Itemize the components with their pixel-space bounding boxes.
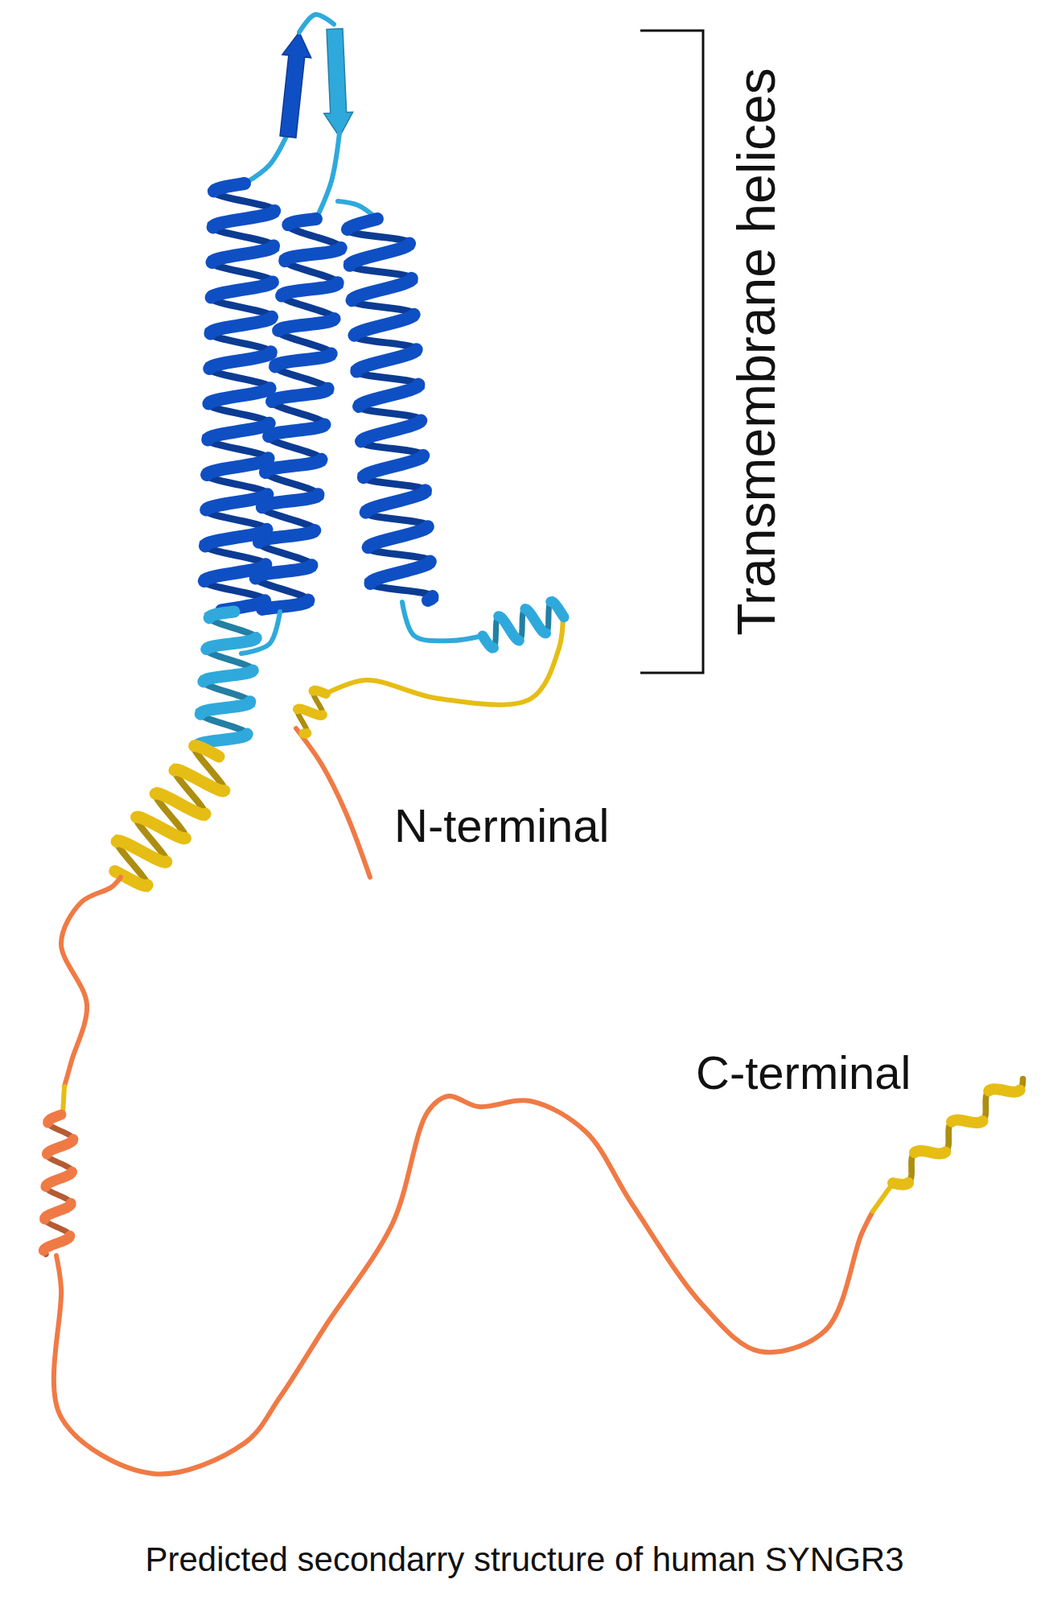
coil (316, 132, 340, 219)
alpha-helix (197, 611, 256, 751)
helix-front (498, 616, 520, 641)
helix-front (271, 388, 329, 402)
helix-front (211, 281, 273, 297)
helix-front (174, 769, 225, 791)
helix-front (205, 493, 268, 510)
helix-front (209, 351, 271, 369)
helix-front (43, 1234, 70, 1250)
alpha-helix (43, 1114, 74, 1254)
region-label: Transmembrane helices (727, 67, 786, 636)
helix-front (551, 600, 564, 617)
helix-front (208, 387, 270, 404)
helix-front (353, 314, 414, 336)
helix-front (204, 563, 266, 581)
helix-front (352, 278, 412, 301)
helix-front (206, 637, 256, 650)
coil (244, 132, 288, 184)
alpha-helix (482, 600, 564, 648)
helix-front (268, 424, 325, 437)
helix-front (361, 420, 421, 442)
helix-front (209, 611, 235, 618)
coil (61, 876, 121, 1087)
coil (325, 612, 564, 705)
alpha-helix (115, 745, 225, 886)
helix-front (45, 1171, 73, 1186)
helix-front (363, 455, 424, 478)
helix-front (366, 489, 426, 512)
helix-front (914, 1150, 946, 1153)
helix-front (281, 282, 338, 296)
helix-front (213, 210, 275, 228)
helix-front (210, 316, 272, 334)
helix-front (275, 353, 332, 367)
helix-back (197, 611, 256, 751)
helix-back (892, 1078, 1024, 1185)
helix-back (204, 183, 275, 610)
helix-front (206, 457, 268, 475)
helix-front (48, 1114, 62, 1123)
coil (296, 728, 371, 877)
alpha-helix (296, 690, 326, 734)
terminus-label: N-terminal (394, 799, 610, 852)
helix-front (349, 242, 410, 265)
coil (402, 601, 483, 641)
helix-front (116, 840, 167, 863)
helix-front (303, 728, 307, 739)
coil (53, 1095, 873, 1474)
helix-front (207, 423, 269, 441)
protein-ribbon (43, 14, 1023, 1474)
helix-front (482, 635, 494, 648)
helix-back (43, 1114, 74, 1254)
helix-front (368, 526, 428, 548)
helix-front (194, 745, 219, 757)
helix-back (115, 745, 225, 886)
helix-front (892, 1182, 909, 1185)
helix-front (525, 608, 547, 634)
figure-caption: Predicted secondarry structure of human … (144, 1540, 904, 1578)
alpha-helix (204, 183, 275, 610)
helix-front (46, 1139, 74, 1154)
helix-front (297, 708, 323, 716)
helix-front (951, 1119, 983, 1123)
helix-front (136, 816, 186, 839)
helix-front (370, 561, 431, 584)
helix-front (427, 596, 433, 601)
helix-front (205, 529, 267, 547)
terminus-label: C-terminal (695, 1046, 912, 1099)
helix-back (347, 218, 433, 601)
helix-front (212, 245, 274, 263)
helix-front (278, 318, 334, 331)
helix-front (347, 218, 378, 230)
helix-front (203, 670, 253, 682)
helix-front (358, 384, 419, 407)
alpha-helix (347, 218, 433, 601)
alpha-helix (892, 1078, 1024, 1185)
helix-front (988, 1088, 1020, 1091)
helix-front (200, 701, 250, 714)
helix-front (45, 1202, 72, 1219)
helix-back (296, 690, 326, 734)
helix-front (287, 218, 317, 225)
helix-front (284, 247, 342, 261)
helix-back (482, 600, 564, 648)
helix-front (213, 183, 245, 192)
helix-front (356, 349, 416, 371)
beta-strand (324, 28, 354, 137)
bracket (640, 30, 704, 673)
helix-front (155, 793, 206, 815)
beta-strand (279, 32, 312, 138)
